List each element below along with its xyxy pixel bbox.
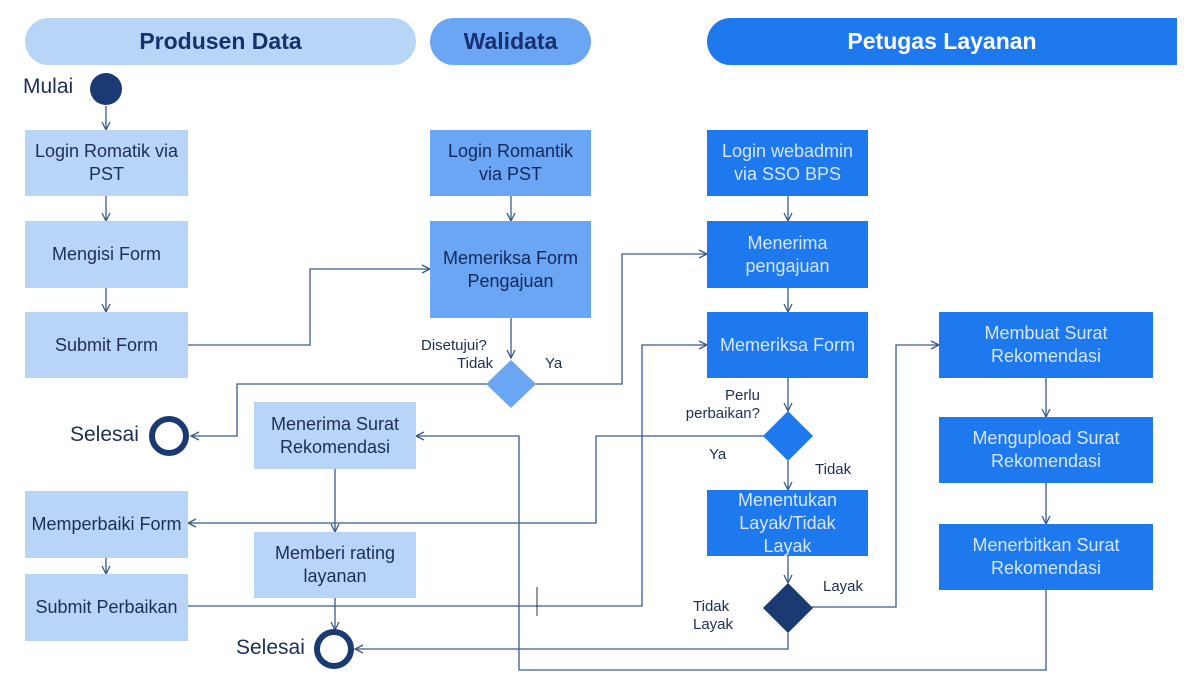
edge-decision2-fix	[188, 435, 764, 523]
edge-issue-receive	[416, 436, 1047, 671]
box-menerima-pengajuan: Menerima pengajuan	[707, 221, 868, 288]
box-menerbitkan-surat: Menerbitkan Surat Rekomendasi	[939, 524, 1153, 590]
edge-decision-no-end	[191, 383, 487, 436]
edge-layak-make	[812, 345, 939, 608]
edge-decision-yes-receive	[535, 254, 707, 385]
box-memberi-rating: Memberi rating layanan	[254, 532, 416, 598]
start-node	[90, 73, 122, 105]
decision-perlu-perbaikan	[763, 411, 813, 461]
box-login-romantik: Login Romantik via PST	[430, 130, 591, 196]
box-mengupload-surat: Mengupload Surat Rekomendasi	[939, 417, 1153, 483]
label-tidak-walidata: Tidak	[457, 355, 494, 372]
end-node-bottom	[314, 629, 354, 669]
end-label-top: Selesai	[70, 423, 139, 446]
box-memperbaiki-form: Memperbaiki Form	[25, 491, 188, 558]
decision-layak	[763, 583, 813, 633]
label-layak: Layak	[823, 578, 864, 595]
box-submit-perbaikan: Submit Perbaikan	[25, 574, 188, 641]
box-login-romatik: Login Romatik via PST	[25, 130, 188, 196]
lane-header-petugas: Petugas Layanan	[707, 18, 1177, 65]
label-ya-petugas: Ya	[709, 446, 727, 463]
edge-tidaklayak-end	[355, 633, 789, 649]
label-tidak-petugas: Tidak	[815, 461, 852, 478]
box-mengisi-form: Mengisi Form	[25, 221, 188, 288]
box-login-webadmin: Login webadmin via SSO BPS	[707, 130, 868, 196]
box-memeriksa-form-pengajuan: Memeriksa Form Pengajuan	[430, 221, 591, 318]
edge-submitfix-check	[188, 345, 707, 607]
start-label: Mulai	[23, 75, 74, 98]
label-tidak-layak: Tidak Layak	[693, 598, 734, 633]
lane-header-walidata: Walidata	[430, 18, 591, 65]
end-node-top	[149, 416, 189, 456]
lane-header-produsen: Produsen Data	[25, 18, 416, 65]
decision-disetujui	[486, 360, 536, 408]
edge-submit-walidata	[188, 269, 430, 346]
box-menentukan-layak: Menentukan Layak/Tidak Layak	[707, 490, 868, 556]
label-perlu-perbaikan: Perlu perbaikan?	[685, 387, 760, 422]
label-disetujui: Disetujui?	[421, 337, 487, 354]
label-ya-walidata: Ya	[545, 355, 563, 372]
box-membuat-surat: Membuat Surat Rekomendasi	[939, 312, 1153, 378]
box-menerima-surat: Menerima Surat Rekomendasi	[254, 402, 416, 469]
box-memeriksa-form: Memeriksa Form	[707, 312, 868, 378]
box-submit-form: Submit Form	[25, 312, 188, 378]
end-label-bottom: Selesai	[236, 636, 305, 659]
